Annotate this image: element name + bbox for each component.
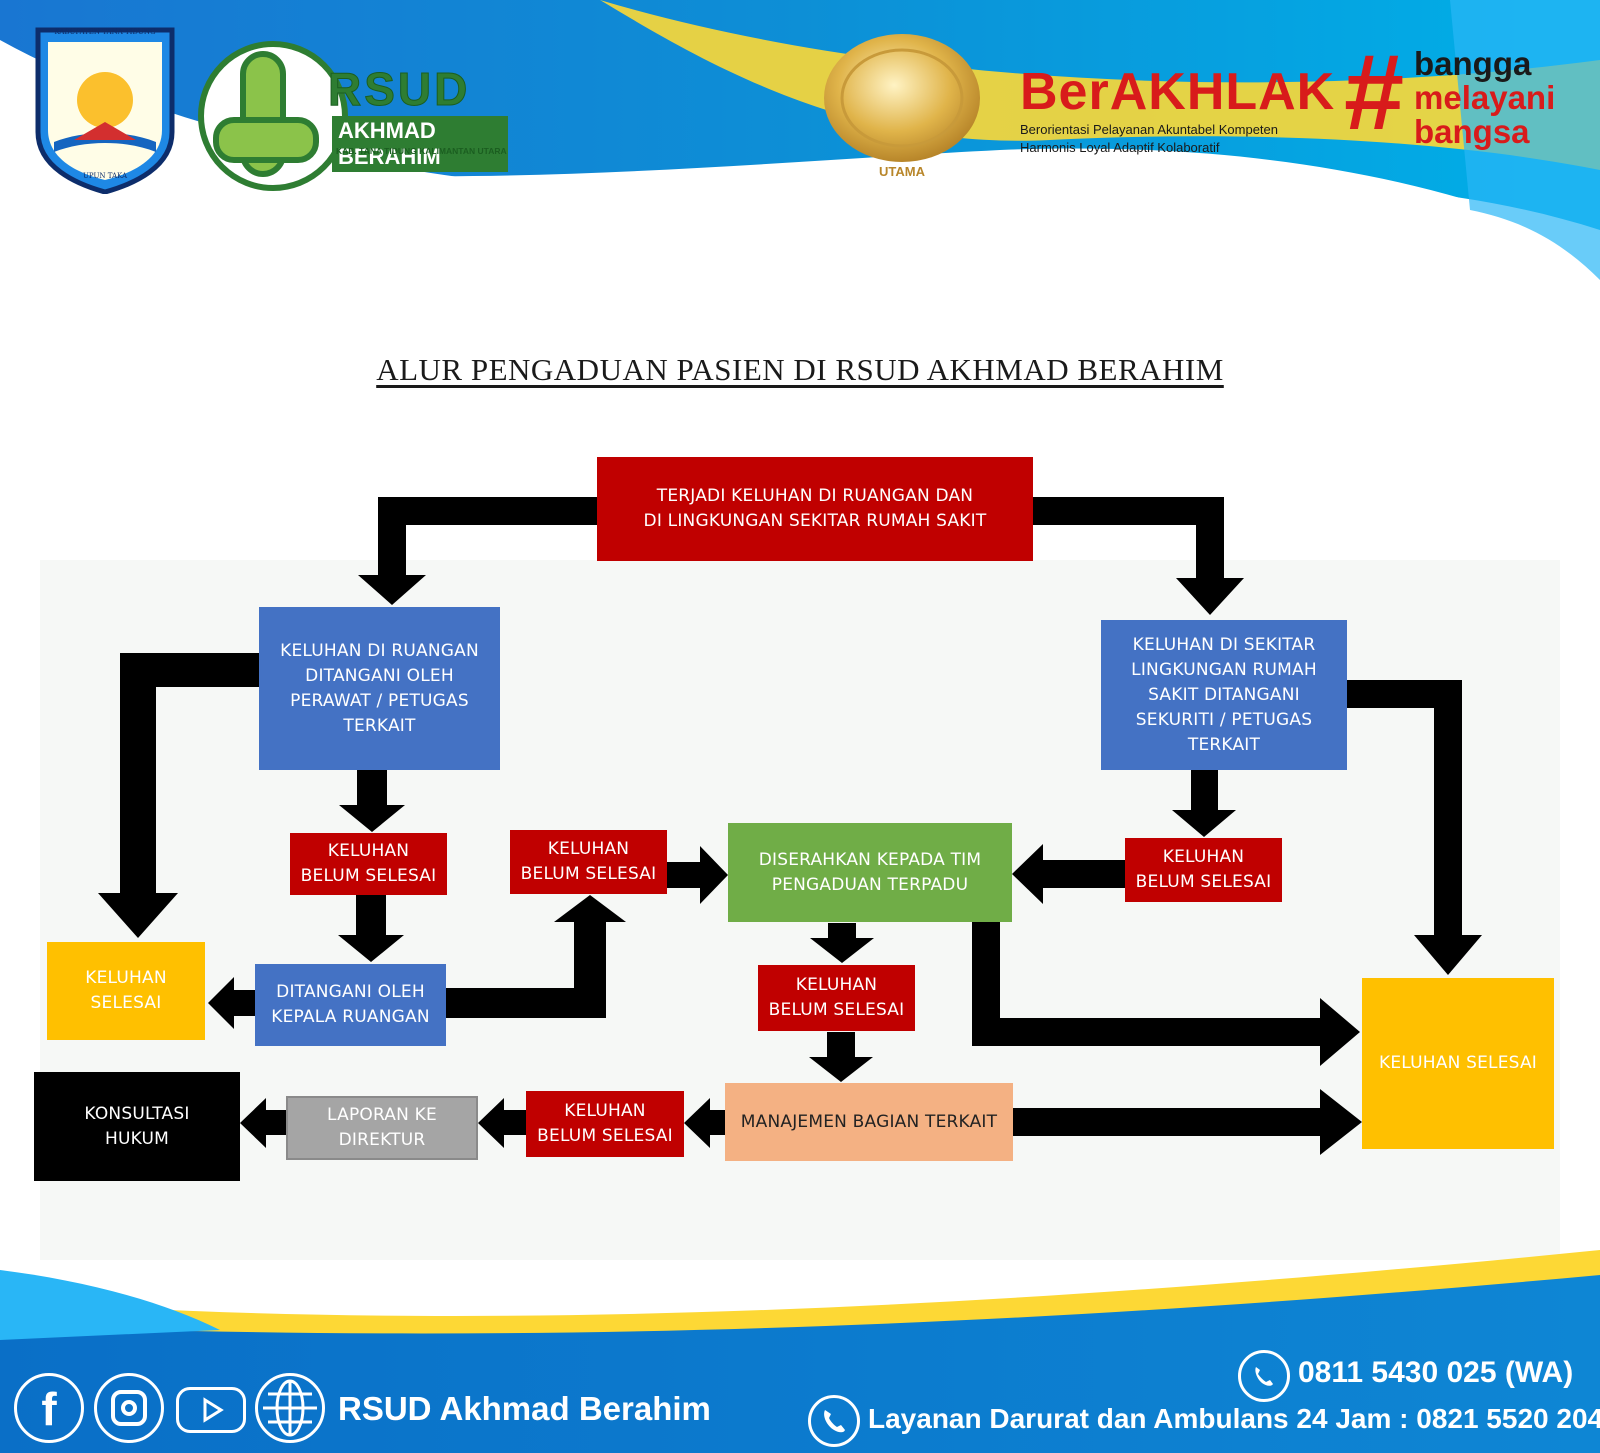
arrow-unresolved-3-to-team xyxy=(1012,844,1125,904)
arrow-team-to-unresolved-4 xyxy=(810,923,874,963)
header-band xyxy=(0,0,1600,250)
website-globe-icon[interactable] xyxy=(255,1373,325,1443)
bangga-melayani-logo: # bangga melayani bangsa xyxy=(1344,32,1584,162)
bangga-line2: melayani xyxy=(1414,79,1556,116)
arrow-management-to-unresolved-5 xyxy=(684,1098,725,1148)
flow-arrows xyxy=(98,497,1482,1155)
facebook-icon[interactable]: f xyxy=(14,1373,84,1443)
footer-left-cyan xyxy=(0,1270,220,1340)
hashtag-icon: # xyxy=(1344,31,1405,152)
district-seal-text-bottom: UPUN TAKA xyxy=(82,172,128,180)
footer-emergency: Layanan Darurat dan Ambulans 24 Jam : 08… xyxy=(868,1403,1600,1434)
accreditation-label: UTAMA xyxy=(879,164,925,179)
bangga-line1: bangga xyxy=(1414,45,1532,82)
footer-whatsapp: 0811 5430 025 (WA) xyxy=(1298,1356,1574,1389)
district-seal-icon xyxy=(35,27,175,195)
arrow-room-to-unresolved-1 xyxy=(339,770,405,832)
node-resolved-right: KELUHAN SELESAI xyxy=(1362,978,1554,1149)
arrow-head-room-to-unresolved-2 xyxy=(446,895,626,1018)
node-surroundings: KELUHAN DI SEKITAR LINGKUNGAN RUMAH SAKI… xyxy=(1101,620,1347,770)
arrow-start-to-room xyxy=(358,497,597,605)
arrow-room-to-resolved-left xyxy=(98,653,259,938)
arrow-surroundings-to-unresolved-3 xyxy=(1172,770,1236,837)
facebook-glyph: f xyxy=(41,1383,57,1435)
node-director: LAPORAN KE DIREKTUR xyxy=(286,1096,478,1160)
header-yellow-swoosh xyxy=(600,0,1600,170)
diagram-title-wrap: ALUR PENGADUAN PASIEN DI RSUD AKHMAD BER… xyxy=(0,352,1600,388)
node-room: KELUHAN DI RUANGAN DITANGANI OLEH PERAWA… xyxy=(259,607,500,770)
hospital-logo-subtitle: KAB. TANA TIDUNG KALIMANTAN UTARA xyxy=(336,146,507,156)
district-seal-text-top: KABUPATEN TANA TIDUNG xyxy=(54,28,156,36)
node-legal: KONSULTASI HUKUM xyxy=(34,1072,240,1181)
youtube-icon[interactable] xyxy=(176,1387,246,1433)
arrow-start-to-surroundings xyxy=(1033,497,1244,615)
berakhlak-title: BerAKHLAK xyxy=(1020,63,1336,121)
hospital-logo-icon xyxy=(198,41,348,191)
instagram-glyph-lens xyxy=(121,1400,137,1416)
berakhlak-logo: BerAKHLAK Berorientasi Pelayanan Akuntab… xyxy=(1020,48,1350,168)
bangga-line3: bangsa xyxy=(1414,113,1530,150)
node-unresolved-1: KELUHAN BELUM SELESAI xyxy=(290,833,447,895)
hospital-logo-title: RSUD xyxy=(327,63,471,116)
arrow-head-room-to-resolved-left xyxy=(208,977,255,1029)
hospital-logo-name: AKHMAD BERAHIM xyxy=(332,116,508,172)
node-management: MANAJEMEN BAGIAN TERKAIT xyxy=(725,1083,1013,1161)
node-team: DISERAHKAN KEPADA TIM PENGADUAN TERPADU xyxy=(728,823,1012,922)
arrow-team-to-resolved-right xyxy=(972,922,1360,1066)
arrow-unresolved-1-to-head-room xyxy=(338,895,404,962)
whatsapp-phone-glyph xyxy=(1255,1367,1273,1386)
accreditation-medal: UTAMA xyxy=(822,32,982,182)
node-head-room: DITANGANI OLEH KEPALA RUANGAN xyxy=(255,964,446,1046)
arrow-unresolved-2-to-team xyxy=(667,846,728,904)
hospital-logo: RSUD AKHMAD BERAHIM KAB. TANA TIDUNG KAL… xyxy=(198,38,508,193)
node-unresolved-3: KELUHAN BELUM SELESAI xyxy=(1125,838,1282,902)
instagram-icon[interactable] xyxy=(94,1373,164,1443)
district-seal: KABUPATEN TANA TIDUNG UPUN TAKA xyxy=(34,22,176,195)
diagram-title: ALUR PENGADUAN PASIEN DI RSUD AKHMAD BER… xyxy=(376,352,1224,387)
emergency-phone-icon xyxy=(808,1395,860,1447)
berakhlak-line2: Harmonis Loyal Adaptif Kolaboratif xyxy=(1020,140,1220,155)
node-unresolved-2: KELUHAN BELUM SELESAI xyxy=(510,830,667,894)
footer-band xyxy=(0,1275,1600,1453)
phone-glyph xyxy=(824,1410,845,1433)
arrow-unresolved-4-to-management xyxy=(809,1032,873,1082)
footer-social-name: RSUD Akhmad Berahim xyxy=(338,1390,711,1427)
youtube-play-glyph xyxy=(203,1397,224,1423)
hospital-logo-name-text: AKHMAD BERAHIM xyxy=(338,118,441,169)
node-resolved-left: KELUHAN SELESAI xyxy=(47,942,205,1040)
whatsapp-icon xyxy=(1238,1350,1290,1402)
header-white-curve xyxy=(0,40,1600,330)
globe-glyph xyxy=(263,1379,317,1437)
arrow-unresolved-5-to-director xyxy=(478,1098,526,1148)
header-right-cyan xyxy=(1450,0,1600,280)
node-start: TERJADI KELUHAN DI RUANGAN DAN DI LINGKU… xyxy=(597,457,1033,561)
node-unresolved-4: KELUHAN BELUM SELESAI xyxy=(758,965,915,1031)
instagram-glyph-frame xyxy=(111,1390,147,1426)
arrow-surroundings-to-resolved-right xyxy=(1347,680,1482,975)
accreditation-medal-icon xyxy=(824,34,980,162)
arrow-management-to-resolved-right xyxy=(1013,1089,1362,1155)
arrow-director-to-legal xyxy=(240,1098,286,1148)
berakhlak-line1: Berorientasi Pelayanan Akuntabel Kompete… xyxy=(1020,122,1279,137)
node-unresolved-5: KELUHAN BELUM SELESAI xyxy=(526,1091,684,1157)
